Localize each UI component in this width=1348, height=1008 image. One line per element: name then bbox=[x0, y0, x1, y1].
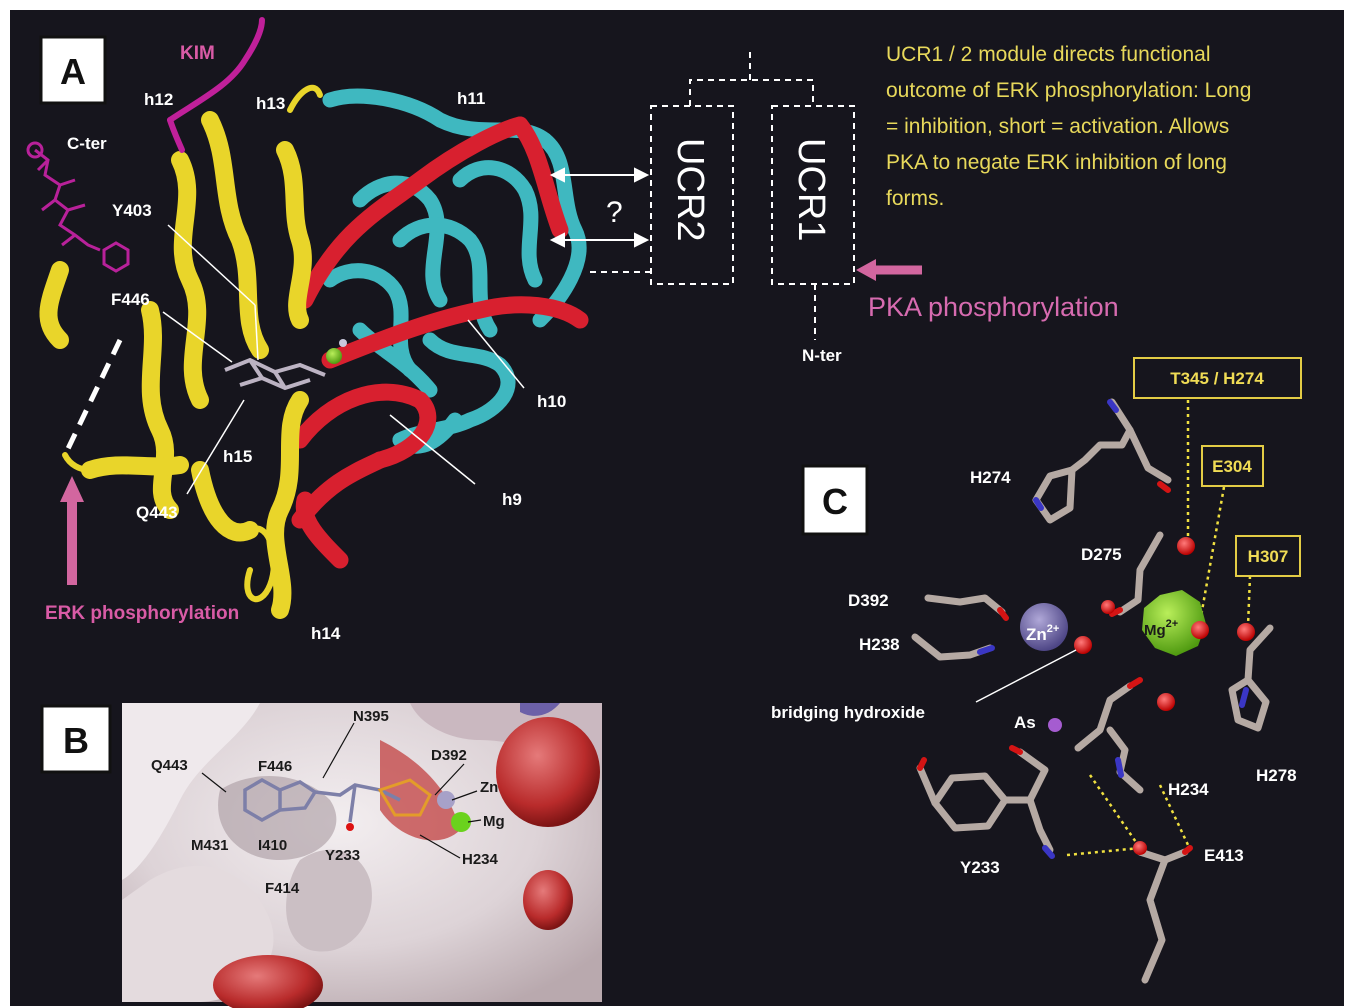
ucr-schematic bbox=[585, 48, 855, 340]
panel-b: B Q443 F446 N395 D392 Zn Mg M431 I410 Y2… bbox=[40, 703, 602, 1008]
panel-b-mg bbox=[451, 812, 471, 832]
f446-label: F446 bbox=[111, 290, 150, 309]
panel-c-n-atoms bbox=[977, 399, 1249, 859]
mg-ion bbox=[1142, 590, 1206, 656]
inhibitor-sticks bbox=[224, 357, 326, 391]
panel-b-ligand bbox=[243, 777, 401, 823]
n-ter-label: N-ter bbox=[802, 346, 842, 365]
b-h234-label: H234 bbox=[462, 851, 499, 868]
erk-phosphorylation-label: ERK phosphorylation bbox=[45, 603, 239, 624]
q443-label: Q443 bbox=[136, 503, 178, 522]
h10-label: h10 bbox=[537, 392, 566, 411]
b-d392-label: D392 bbox=[431, 747, 467, 764]
panel-b-box bbox=[40, 704, 112, 774]
b-mg-label: Mg bbox=[483, 813, 505, 830]
c-h234-label: H234 bbox=[1168, 780, 1209, 799]
panel-c-box bbox=[801, 464, 869, 536]
kim-loop bbox=[167, 17, 265, 153]
h307-label: H307 bbox=[1248, 547, 1289, 566]
panel-b-phosphate bbox=[377, 778, 432, 817]
ucr-text-line-1: UCR1 / 2 module directs functional bbox=[886, 43, 1211, 66]
bridging-leader bbox=[975, 649, 1077, 703]
leader-lines-a bbox=[162, 224, 525, 495]
ucr-text-line-5: forms. bbox=[886, 187, 944, 210]
panel-c-o-atoms bbox=[917, 481, 1193, 855]
panel-a-letter: A bbox=[60, 51, 86, 92]
yellow-helix-bundle bbox=[39, 111, 312, 619]
e304-label: E304 bbox=[1212, 457, 1252, 476]
c-as-label: As bbox=[1014, 713, 1036, 732]
h9-label: h9 bbox=[502, 490, 522, 509]
panel-c-letter: C bbox=[822, 481, 848, 522]
b-y233-label: Y233 bbox=[325, 847, 360, 864]
hbond-lines bbox=[1066, 400, 1252, 857]
h11-label: h11 bbox=[457, 89, 485, 108]
ucr1-label: UCR1 bbox=[790, 138, 832, 241]
zn-ion bbox=[1020, 603, 1068, 651]
y403-label: Y403 bbox=[112, 201, 152, 220]
b-m431-label: M431 bbox=[191, 837, 229, 854]
b-f414-label: F414 bbox=[265, 880, 300, 897]
question-mark: ? bbox=[606, 196, 623, 229]
c-h274-label: H274 bbox=[970, 468, 1011, 487]
c-e413-label: E413 bbox=[1204, 846, 1244, 865]
pka-phosphorylation-label: PKA phosphorylation bbox=[868, 292, 1119, 322]
b-f446-label: F446 bbox=[258, 758, 292, 775]
e304-box bbox=[1201, 445, 1264, 487]
h307-box bbox=[1235, 535, 1301, 577]
b-zn-label: Zn bbox=[480, 779, 498, 796]
b-n395-label: N395 bbox=[353, 708, 389, 725]
ucr-text-line-2: outcome of ERK phosphorylation: Long bbox=[886, 79, 1251, 102]
red-helix-bundle bbox=[291, 116, 589, 569]
mg-ion-a bbox=[326, 348, 342, 364]
h14-label: h14 bbox=[311, 624, 341, 643]
c-h278-label: H278 bbox=[1256, 766, 1297, 785]
h15-label: h15 bbox=[223, 447, 252, 466]
panel-c: C T345 / H274 E304 H307 H274 D275 D392 H… bbox=[771, 357, 1302, 984]
h12-label: h12 bbox=[144, 90, 173, 109]
panel-a-box bbox=[39, 35, 107, 105]
surface-pockets bbox=[122, 703, 602, 1008]
t345-h274-label: T345 / H274 bbox=[1170, 369, 1264, 388]
c-ter-ligand bbox=[26, 141, 130, 273]
erk-arrow-head bbox=[60, 476, 84, 502]
pka-arrow-head bbox=[856, 259, 876, 281]
zn-ion-a bbox=[339, 339, 347, 347]
yellow-loops bbox=[62, 84, 323, 602]
h13-label: h13 bbox=[256, 94, 285, 113]
ucr-text-line-3: = inhibition, short = activation. Allows bbox=[886, 115, 1229, 138]
bridging-hydroxide-label: bridging hydroxide bbox=[771, 703, 925, 722]
panel-a: A KIM h12 h13 h11 C-ter Y403 F446 h10 h1… bbox=[26, 17, 1251, 643]
c-d392-label: D392 bbox=[848, 591, 889, 610]
zn-label: Zn2+ bbox=[1026, 623, 1059, 644]
ucr-text-line-4: PKA to negate ERK inhibition of long bbox=[886, 151, 1227, 174]
c-h238-label: H238 bbox=[859, 635, 900, 654]
disordered-linker bbox=[62, 338, 123, 457]
b-q443-label: Q443 bbox=[151, 757, 188, 774]
ucr2-label: UCR2 bbox=[669, 138, 711, 241]
as-atom bbox=[1048, 718, 1062, 732]
leader-lines-b bbox=[201, 722, 482, 859]
c-ter-label: C-ter bbox=[67, 134, 107, 153]
ucr2-interaction-arrows bbox=[549, 167, 650, 248]
water-oxygens bbox=[1074, 537, 1255, 855]
ucr-description: UCR1 / 2 module directs functional outco… bbox=[886, 43, 1251, 210]
c-d275-label: D275 bbox=[1081, 545, 1122, 564]
panel-c-sticks bbox=[911, 398, 1274, 984]
t345-h274-box bbox=[1133, 357, 1302, 399]
c-y233-label: Y233 bbox=[960, 858, 1000, 877]
mg-label: Mg2+ bbox=[1144, 618, 1178, 639]
panel-b-letter: B bbox=[63, 720, 89, 761]
b-i410-label: I410 bbox=[258, 837, 287, 854]
panel-b-oxygen bbox=[346, 823, 354, 831]
panel-b-zn bbox=[437, 791, 455, 809]
kim-label: KIM bbox=[180, 43, 215, 64]
